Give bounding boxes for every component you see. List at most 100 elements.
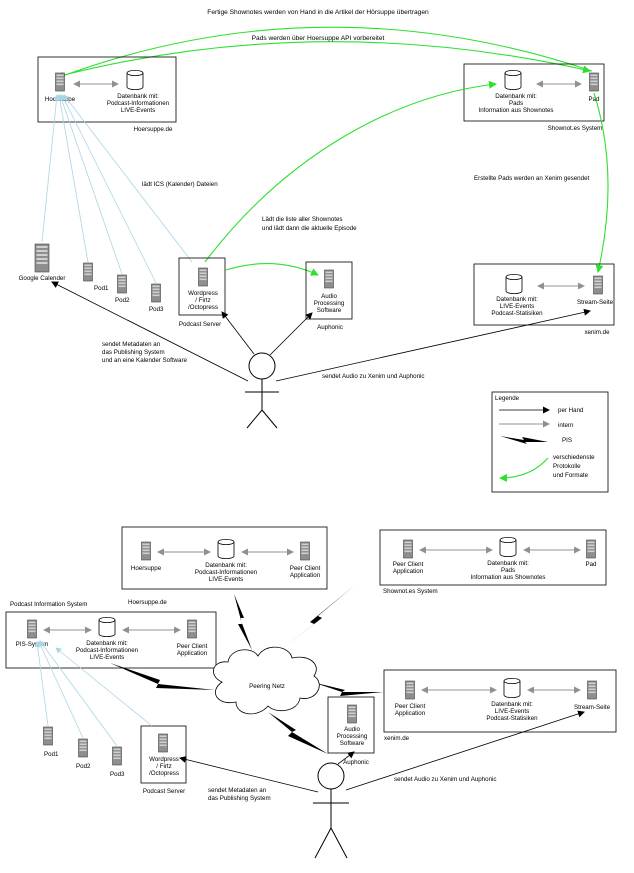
pis-server-icon <box>27 619 37 639</box>
pis-db-line2: Podcast-Informationen <box>76 647 139 654</box>
liste-label-line1: Lädt die liste aller Shownotes <box>262 216 343 223</box>
bolt-pis-to-cloud <box>110 663 215 690</box>
podcast-server-line2: / Firtz <box>156 763 171 770</box>
metadata-label-line1: sendet Metadaten an <box>102 341 161 348</box>
stream-label: Stream-Seite <box>574 704 611 711</box>
arrow-user-to-stream <box>275 308 591 382</box>
green-arrow-pad-to-stream <box>593 92 609 273</box>
green-api-label: Pads werden über Hoersuppe API vorbereit… <box>252 35 385 42</box>
pod3-server-icon <box>112 746 122 766</box>
green-arrow-shownotes-to-hoersuppe <box>56 26 593 80</box>
green-top-label: Fertige Shownotes werden von Hand in die… <box>207 9 429 16</box>
bottom-diagram: Hoersuppe Datenbank mit: Podcast-Informa… <box>5 526 617 859</box>
legend-hand-label: per Hand <box>558 407 584 414</box>
podcast-server-box: Wordpress / Firtz /Octopress <box>178 257 226 316</box>
bolt-cloud-to-auphonic <box>268 712 328 754</box>
xenim-db-label: Datenbank mit: <box>496 296 538 303</box>
xenim-box-bottom: Peer Client Application Datenbank mit: L… <box>383 669 617 733</box>
legend-bolt-icon <box>500 436 548 444</box>
green-arrow-podcast-to-auphonic <box>225 263 319 276</box>
podcast-server-line1: Wordpress <box>188 290 218 297</box>
hoersuppe-db-line3: LIVE-Events <box>121 107 155 114</box>
peer-client-line2: Application <box>393 568 424 575</box>
legend-protocol-line1: verschiedenste <box>553 454 595 461</box>
cloud-label: Peering Netz <box>249 683 285 690</box>
arrow-user-to-google <box>51 281 249 382</box>
auphonic-server-icon <box>324 269 334 289</box>
hoersuppe-box-label: Hoersuppe.de <box>134 126 173 133</box>
peer-client-server-icon <box>187 619 197 639</box>
hoersuppe-box: Hoersuppe Datenbank mit: Podcast-Informa… <box>37 56 177 123</box>
pad-server-icon <box>589 72 599 92</box>
stream-server-icon <box>587 680 597 700</box>
podcast-server-box-label: Podcast Server <box>179 321 221 328</box>
user-figure-bottom <box>313 762 349 859</box>
podcast-server-line1: Wordpress <box>149 756 179 763</box>
hoersuppe-database-icon <box>217 539 235 559</box>
stream-server-icon <box>593 275 603 295</box>
stream-label: Stream-Seite <box>577 299 614 306</box>
pis-box: PIS-System Datenbank mit: Podcast-Inform… <box>5 611 217 669</box>
peer-client-server-icon <box>300 541 310 561</box>
bolt-shownotes-to-cloud <box>280 585 355 650</box>
xenim-box-label: xenim.de <box>584 329 610 336</box>
podcast-server-icon <box>198 267 208 287</box>
xenim-database-icon <box>505 273 523 295</box>
auphonic-box: Audio Processing Software <box>305 261 353 320</box>
audio-label: sendet Audio zu Xenim und Auphonic <box>394 776 497 783</box>
pad-label: Pad <box>588 96 600 103</box>
auphonic-server-icon <box>347 704 357 724</box>
green-arrow-podcast-to-shownotes <box>204 80 497 263</box>
google-calendar-label: Google Calender <box>19 275 66 282</box>
hoersuppe-server-label: Hoersuppe <box>131 565 162 572</box>
metadata-label-line1: sendet Metadaten an <box>208 787 267 794</box>
user-figure <box>245 352 279 429</box>
green-arrow-hoersuppe-to-pad <box>59 41 591 77</box>
shownotes-db-line3: Information aus Shownotes <box>471 574 546 581</box>
pod2-server-icon <box>117 274 127 294</box>
hoersuppe-box-label-bottom: Hoersuppe.de <box>128 599 167 606</box>
shownotes-db-line2: Pads <box>509 100 523 107</box>
xenim-db-line3: Podcast-Statisiken <box>486 715 538 722</box>
xenim-box-label-bottom: xenim.de <box>384 735 410 742</box>
pod2-label: Pod2 <box>76 763 91 770</box>
pis-db-line3: LIVE-Events <box>90 654 124 661</box>
bolt-hoersuppe-to-cloud <box>234 594 252 650</box>
pis-db-label: Datenbank mit: <box>86 640 128 647</box>
hoersuppe-server-icon <box>141 541 151 561</box>
pod2-label: Pod2 <box>115 297 130 304</box>
audio-label: sendet Audio zu Xenim und Auphonic <box>322 373 425 380</box>
hoersuppe-db-label: Datenbank mit: <box>117 93 159 100</box>
podcast-server-line3: /Octopress <box>149 770 179 777</box>
legend-intern-label: intern <box>558 422 574 429</box>
auphonic-line3: Software <box>317 307 342 314</box>
hoersuppe-database-icon <box>126 70 144 90</box>
shownotes-db-line2: Pads <box>501 567 515 574</box>
arrow-user-to-auphonic-bottom <box>337 751 355 765</box>
peer-client-line2: Application <box>395 710 426 717</box>
peer-client-server-icon <box>403 539 413 559</box>
arrow-user-to-auphonic <box>269 312 313 356</box>
podcast-server-line3: /Octopress <box>188 304 218 311</box>
pod3-label: Pod3 <box>110 771 125 778</box>
pod1-server-icon <box>83 262 93 282</box>
shownotes-box-bottom: Peer Client Application Datenbank mit: P… <box>379 529 607 586</box>
peer-client-line2: Application <box>177 650 208 657</box>
peer-client-line2: Application <box>290 572 321 579</box>
shownotes-box: Datenbank mit: Pads Information aus Show… <box>463 63 605 122</box>
metadata-label-line2: das Publishing System <box>102 349 165 356</box>
shownotes-box-label-bottom: Shownot.es System <box>383 588 438 595</box>
legend-protocol-arrow <box>499 457 549 482</box>
xenim-box: Datenbank mit: LIVE-Events Podcast-Stati… <box>473 263 615 326</box>
xenim-db-line2: LIVE-Events <box>495 708 529 715</box>
peer-client-line1: Peer Client <box>393 561 424 568</box>
auphonic-box-label-bottom: Auphonic <box>343 759 369 766</box>
metadata-label-line3: und an eine Kalender Software <box>102 357 188 364</box>
peer-client-line1: Peer Client <box>177 643 208 650</box>
legend: Legende per Hand intern PIS verschiedens… <box>491 391 609 493</box>
legend-pis-label: PIS <box>562 437 572 444</box>
top-diagram: Fertige Shownotes werden von Hand in die… <box>19 9 615 493</box>
metadata-label-line2: das Publishing System <box>208 795 271 802</box>
shownotes-database-icon <box>499 537 517 557</box>
